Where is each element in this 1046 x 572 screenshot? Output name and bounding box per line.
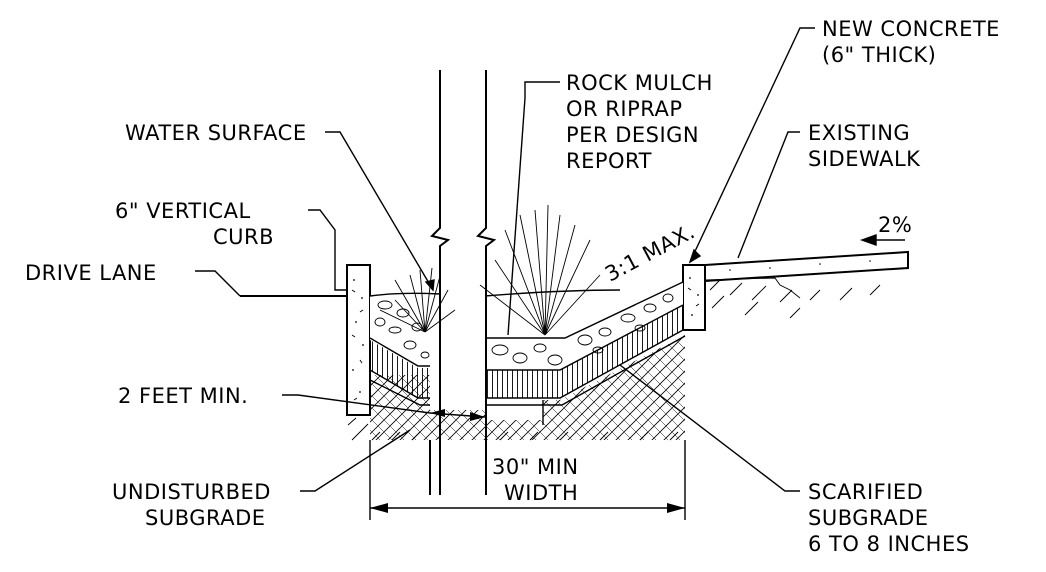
label-min-width-2: WIDTH bbox=[504, 481, 578, 505]
new-concrete-wall bbox=[682, 264, 706, 331]
water-surface-line bbox=[484, 289, 621, 297]
break-lines bbox=[429, 70, 497, 495]
label-rock-mulch-4: REPORT bbox=[566, 149, 652, 173]
label-existing-sidewalk-2: SIDEWALK bbox=[808, 147, 921, 171]
label-rock-mulch-2: OR RIPRAP bbox=[566, 97, 683, 121]
label-two-feet-min: 2 FEET MIN. bbox=[118, 384, 248, 408]
label-scarified-2: SUBGRADE bbox=[808, 506, 929, 530]
label-scarified-3: 6 TO 8 INCHES bbox=[808, 532, 970, 556]
dimension-lines bbox=[369, 400, 686, 520]
label-undisturbed-1: UNDISTURBED bbox=[112, 480, 271, 504]
label-vertical-curb-1: 6" VERTICAL bbox=[115, 199, 251, 223]
label-undisturbed-2: SUBGRADE bbox=[145, 506, 266, 530]
label-new-concrete-2: (6" THICK) bbox=[822, 43, 936, 67]
label-rock-mulch-1: ROCK MULCH bbox=[566, 71, 713, 95]
vertical-curb bbox=[346, 264, 371, 416]
label-min-width-1: 30" MIN bbox=[492, 455, 579, 479]
existing-sidewalk bbox=[704, 250, 909, 282]
label-vertical-curb-2: CURB bbox=[213, 225, 274, 249]
label-water-surface: WATER SURFACE bbox=[125, 121, 307, 145]
label-new-concrete-1: NEW CONCRETE bbox=[822, 17, 1000, 41]
swale-layers-right bbox=[485, 281, 686, 406]
label-grade: 2% bbox=[878, 213, 912, 237]
earth-under-sidewalk bbox=[704, 277, 881, 319]
swale-layers-left bbox=[369, 292, 441, 406]
label-scarified-1: SCARIFIED bbox=[808, 480, 923, 504]
annotations: NEW CONCRETE (6" THICK) ROCK MULCH OR RI… bbox=[25, 17, 1000, 556]
label-drive-lane: DRIVE LANE bbox=[25, 261, 157, 285]
label-rock-mulch-3: PER DESIGN bbox=[566, 123, 699, 147]
vegetation bbox=[379, 204, 601, 336]
label-existing-sidewalk-1: EXISTING bbox=[808, 121, 910, 145]
leader-lines bbox=[195, 27, 905, 492]
